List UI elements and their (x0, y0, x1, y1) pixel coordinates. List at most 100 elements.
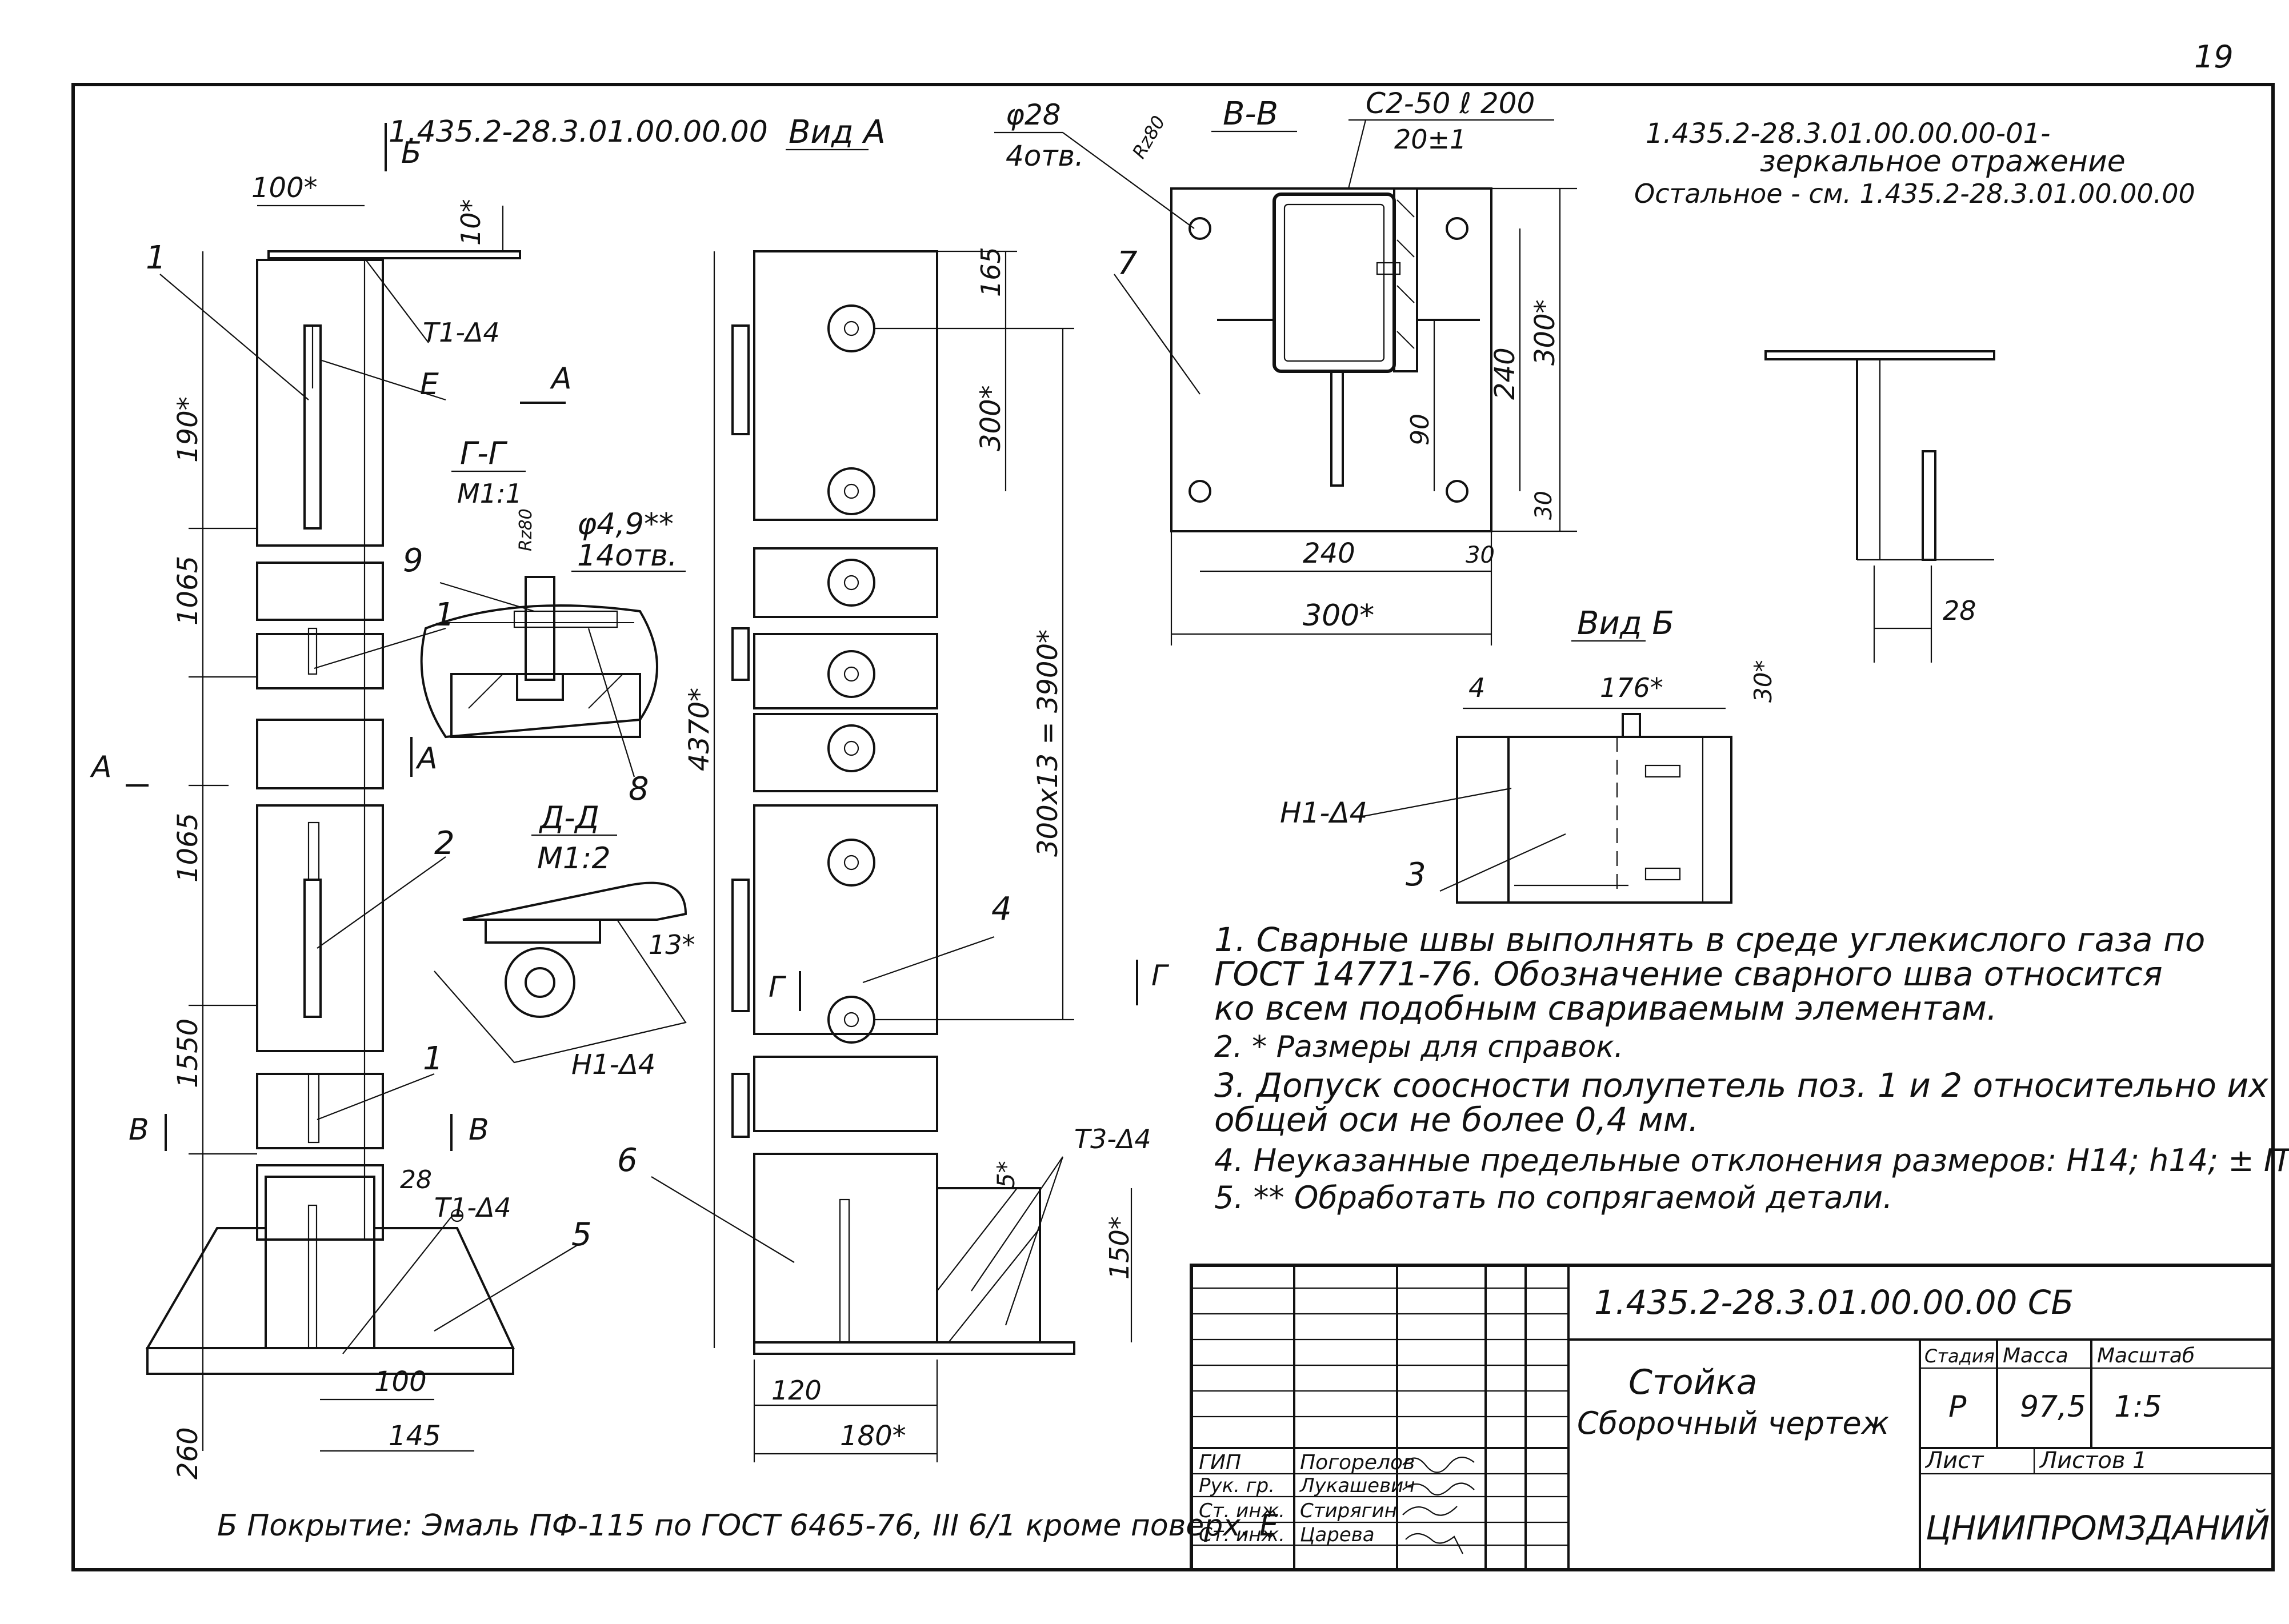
bolt-hole (827, 650, 875, 698)
cut-v-left-label: В (129, 1113, 149, 1147)
signature-scribble (1402, 1482, 1475, 1495)
dim-28: 28 (400, 1165, 432, 1194)
tb-role: Ст. инж. (1199, 1523, 1285, 1546)
dim-30-vb: 30* (1749, 660, 1777, 703)
dim-176: 176* (1600, 672, 1663, 703)
view-a-arrow-label: А (550, 362, 572, 396)
leader-pos-5 (434, 1245, 578, 1332)
hatch-line (588, 673, 623, 709)
weld-leader (364, 258, 429, 343)
leader-pos-7 (1114, 274, 1200, 395)
pos-6-label: 6 (617, 1142, 638, 1179)
technical-notes: 1. Сварные швы выполнять в среде углекис… (1214, 920, 2289, 1216)
weld-symbol-circle (450, 1209, 464, 1222)
plate-segment-base (753, 1153, 938, 1344)
column-segment (256, 1164, 384, 1241)
hinge-side (731, 324, 750, 435)
hole-note-vv: φ28 (1006, 98, 1061, 131)
hinge-part-1 (307, 1073, 320, 1144)
hinge-leaf (485, 919, 601, 944)
hinge-eye-inner (525, 967, 555, 998)
base-plate-plan (1170, 187, 1492, 532)
column-segment (256, 562, 384, 621)
column-segment (256, 259, 384, 547)
header-note-line-2: зеркальное отражение (1760, 145, 2126, 179)
pos-7-label: 7 (1117, 245, 1138, 282)
leader-line (434, 919, 687, 1064)
dim-260: 260 (172, 1427, 204, 1479)
hole-count-vv: 4отв. (1006, 139, 1084, 173)
dim-3900: 300x13 = 3900* (1032, 629, 1064, 857)
leader-line (1347, 119, 1367, 189)
header-note: 1.435.2-28.3.01.00.00.00-01- зеркальное … (1634, 118, 2195, 209)
base-plate (753, 1341, 1075, 1355)
plate-segment (753, 804, 938, 1035)
section-g-g: Г-Г М1:1 φ4,9** 14отв. Rz80 9 8 (403, 435, 686, 808)
hinge-side (731, 1073, 750, 1138)
weld-mark-h1-dd: Н1-Δ4 (571, 1049, 655, 1081)
rib-vertical (1330, 370, 1344, 487)
leader-pos-2 (317, 856, 446, 949)
dim-165: 165 (975, 247, 1006, 297)
dim-300: 300* (975, 385, 1007, 451)
dim-5: 5* (992, 1161, 1020, 1188)
tb-sheet-label: Лист (1924, 1447, 1984, 1474)
bolt-hole (827, 559, 875, 607)
title-block: ГИП Погорелов Рук. гр. Лукашевич Ст. инж… (1190, 1264, 2275, 1571)
plate-hole (1188, 480, 1211, 503)
roughness-vv: Rz80 (1128, 112, 1170, 162)
left-view-code: 1.435.2-28.3.01.00.00.00 (389, 115, 768, 149)
pos-9-label: 9 (403, 542, 423, 579)
plate-hole (1188, 217, 1211, 240)
plate-hole (1446, 217, 1468, 240)
weld-leader (1005, 1156, 1064, 1326)
pos-1-label: 1 (146, 239, 166, 276)
note-line: 3. Допуск соосности полупетель поз. 1 и … (1214, 1066, 2268, 1105)
column-segment (256, 719, 384, 789)
leader-e (319, 359, 446, 401)
hinge-part-2 (303, 879, 322, 1018)
view-b-title: Вид Б (1577, 605, 1674, 642)
hinge-side (731, 879, 750, 1012)
bolt-head (516, 673, 564, 701)
hole-note-gg: φ4,9** (577, 507, 674, 542)
tb-designation: 1.435.2-28.3.01.00.00.00 СБ (1594, 1283, 2074, 1322)
section-dd-title: Д-Д (539, 800, 599, 836)
dim-120: 120 (771, 1375, 822, 1406)
note-line: 1. Сварные швы выполнять в среде углекис… (1214, 920, 2205, 959)
section-gg-title: Г-Г (460, 435, 508, 471)
hinge-part-1 (307, 627, 318, 675)
bolt-hole (827, 839, 875, 887)
page-number: 19 (2194, 39, 2234, 75)
plate-segment (753, 713, 938, 792)
tb-role: Рук. гр. (1199, 1474, 1275, 1497)
hatch-line (468, 673, 503, 709)
plate-hole (1446, 480, 1468, 503)
dim-10: 10* (455, 199, 486, 246)
view-a: Вид А 4370* 165 300* (617, 114, 1170, 1462)
gusset-left (145, 1227, 267, 1349)
rib (839, 1198, 850, 1344)
note-line: 2. * Размеры для справок. (1214, 1030, 1623, 1064)
detail-hinge (1922, 450, 1936, 561)
channel-section (1272, 193, 1396, 373)
view-b: Вид Б 4 176* 30* Н1-Δ4 3 (1280, 605, 1777, 904)
header-note-line-3: Остальное - см. 1.435.2-28.3.01.00.00.00 (1634, 178, 2195, 209)
view-a-title: Вид А (789, 114, 886, 151)
plate-segment (753, 1056, 938, 1132)
hinge-eye-outer (505, 947, 575, 1018)
section-vv-title: В-В (1223, 95, 1278, 133)
dim-145: 145 (389, 1420, 441, 1452)
dim-1550: 1550 (172, 1018, 204, 1088)
weld-leader (342, 1216, 452, 1354)
hatch-line (1396, 239, 1415, 258)
bolt-shank (525, 576, 555, 681)
dim-1065-b: 1065 (172, 813, 204, 883)
leader-pos-4 (862, 936, 995, 984)
bolt-in-section (1376, 262, 1401, 275)
pos-5-label: 5 (571, 1216, 592, 1253)
dim-13: 13* (649, 929, 695, 960)
note-line: общей оси не более 0,4 мм. (1214, 1100, 1699, 1139)
bolt-hole (827, 467, 875, 515)
tb-name-line-2: Сборочный чертеж (1577, 1405, 1890, 1441)
